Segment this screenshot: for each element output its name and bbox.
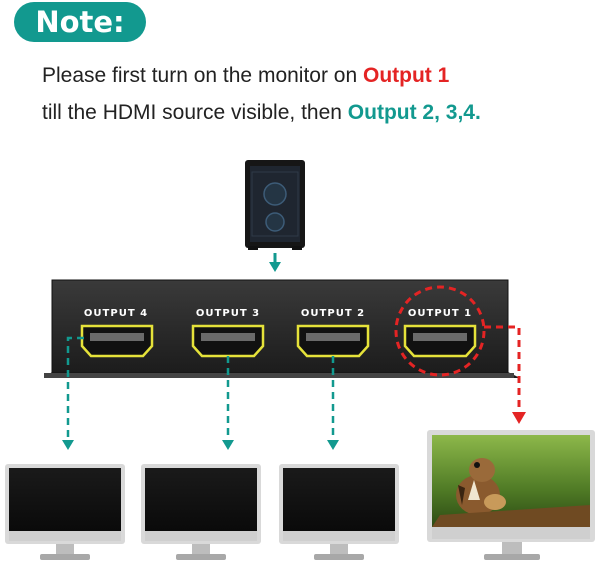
teal-connector-output-3 — [222, 356, 234, 450]
port-label-output-4: OUTPUT 4 — [84, 308, 148, 319]
monitor-icon — [5, 464, 125, 560]
monitor-icon — [279, 464, 399, 560]
note-badge: Note: — [14, 2, 146, 42]
instruction-line-1-text: Please first turn on the monitor on — [42, 64, 363, 87]
instruction-line-2: till the HDMI source visible, then Outpu… — [42, 101, 481, 125]
port-label-output-3: OUTPUT 3 — [196, 308, 260, 319]
port-label-output-1: OUTPUT 1 — [408, 308, 472, 319]
port-label-output-2: OUTPUT 2 — [301, 308, 365, 319]
pc-tower-icon — [245, 160, 305, 250]
output-1-highlight: Output 1 — [363, 64, 450, 87]
output-2-3-4-highlight: Output 2, 3,4. — [347, 101, 481, 124]
note-label: Note: — [35, 5, 125, 39]
monitor-icon — [427, 430, 595, 560]
hdmi-port-icon — [191, 324, 265, 358]
instruction-line-1: Please first turn on the monitor on Outp… — [42, 64, 449, 88]
hdmi-port-icon — [80, 324, 154, 358]
red-connector-output-1 — [484, 325, 526, 424]
teal-connector-output-4 — [62, 336, 84, 450]
monitor-icon — [141, 464, 261, 560]
hdmi-port-icon — [296, 324, 370, 358]
teal-connector-output-2 — [327, 356, 339, 450]
hdmi-port-icon — [403, 324, 477, 358]
instruction-line-2-text: till the HDMI source visible, then — [42, 101, 348, 124]
output-1-highlight-circle — [394, 285, 486, 377]
